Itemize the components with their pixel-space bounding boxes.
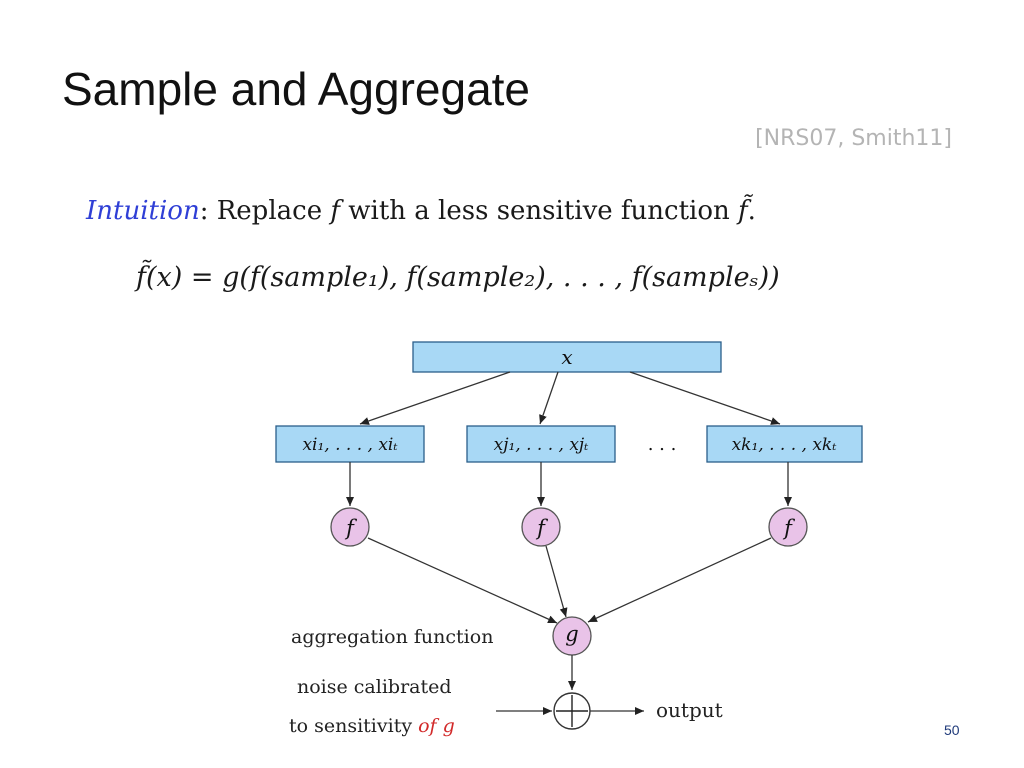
page-title: Sample and Aggregate — [62, 63, 531, 115]
sample-label-1: xi₁, . . . , xiₜ — [302, 435, 398, 455]
sample-label-3: xk₁, . . . , xkₜ — [732, 435, 838, 455]
f-node-3 — [768, 507, 808, 547]
f-node-1-label: f — [344, 516, 357, 540]
arrow-f3-to-g — [587, 537, 772, 623]
f-node-3-label: f — [782, 516, 795, 540]
noise-label-line2: to sensitivity of g — [289, 715, 455, 737]
samples-ellipsis: . . . — [648, 434, 677, 455]
arrow-f1-to-g — [367, 537, 558, 624]
arrow-input-to-sample-2 — [539, 371, 559, 425]
f-node-2 — [521, 507, 561, 547]
formula: f̃(x) = g(f(sample₁), f(sample₂), . . . … — [136, 262, 780, 293]
noise-label-line1: noise calibrated — [297, 676, 452, 698]
formula-equals: = — [182, 262, 223, 293]
noise-label-line2-highlight: of g — [418, 715, 455, 737]
page-number: 50 — [944, 722, 960, 738]
noise-label-line2-prefix: to sensitivity — [289, 715, 418, 737]
output-label: output — [656, 698, 723, 722]
f-node-1 — [330, 507, 370, 547]
intuition-text-before: : Replace — [199, 196, 331, 226]
intuition-f-tilde: f̃ — [738, 196, 748, 226]
sample-box-1 — [275, 425, 425, 463]
intuition-lead: Intuition — [86, 196, 200, 226]
sample-label-2: xj₁, . . . , xjₜ — [494, 435, 590, 455]
sample-box-3 — [706, 425, 863, 463]
intuition-text-after: with a less sensitive function — [339, 196, 739, 226]
formula-rhs: g(f(sample₁), f(sample₂), . . . , f(samp… — [222, 262, 780, 293]
arrow-input-to-sample-1 — [359, 371, 511, 425]
intuition-period: . — [747, 196, 756, 226]
arrow-f2-to-g — [545, 545, 568, 618]
intuition-f: f — [330, 196, 340, 226]
input-box — [412, 341, 722, 373]
intuition-statement: Intuition: Replace f with a less sensiti… — [86, 196, 756, 226]
citation: [NRS07, Smith11] — [755, 126, 952, 151]
f-node-2-label: f — [535, 516, 548, 540]
g-node-label: g — [565, 622, 578, 646]
formula-lhs: f̃(x) — [136, 262, 183, 293]
input-label: x — [561, 345, 572, 369]
arrow-input-to-sample-3 — [629, 371, 781, 425]
aggregation-label: aggregation function — [291, 626, 493, 648]
